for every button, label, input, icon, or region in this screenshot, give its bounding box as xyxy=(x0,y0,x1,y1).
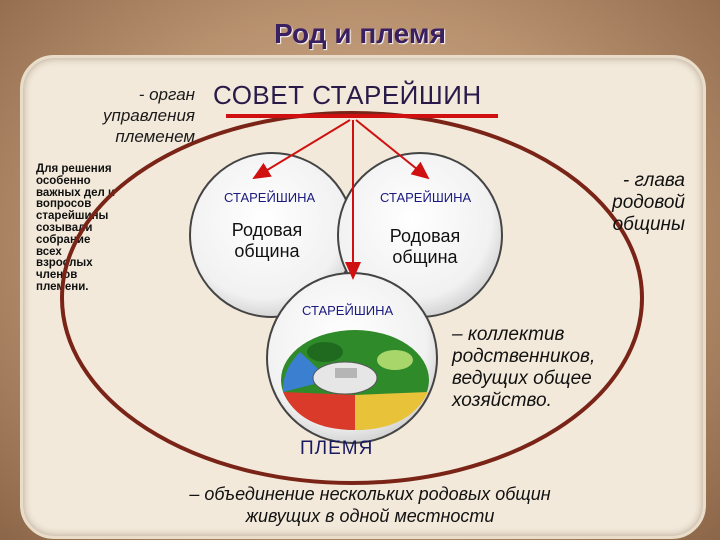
tribe-ellipse xyxy=(60,111,644,485)
clan-label-right: Родовая община xyxy=(389,226,461,267)
tribe-label: ПЛЕМЯ xyxy=(300,438,374,459)
arrow-to-left-elder xyxy=(252,119,351,180)
elder-description: - глава родовой общины xyxy=(612,170,685,235)
village-illustration xyxy=(281,330,429,430)
clan-description: – коллектив родственников, ведущих общее… xyxy=(452,324,596,411)
clan-label-left: Родовая община xyxy=(231,220,303,261)
elder-label-left: СТАРЕЙШИНА xyxy=(224,190,316,205)
elder-label-bottom: СТАРЕЙШИНА xyxy=(302,303,394,318)
council-description: - орган управления племенем xyxy=(102,85,195,146)
arrow-to-right-elder xyxy=(355,119,430,180)
tribe-definition: – объединение нескольких родовых общин ж… xyxy=(189,484,551,526)
council-label: СОВЕТ СТАРЕЙШИН xyxy=(213,80,482,110)
page-title: Род и племя xyxy=(274,18,446,49)
elder-label-right: СТАРЕЙШИНА xyxy=(380,190,472,205)
